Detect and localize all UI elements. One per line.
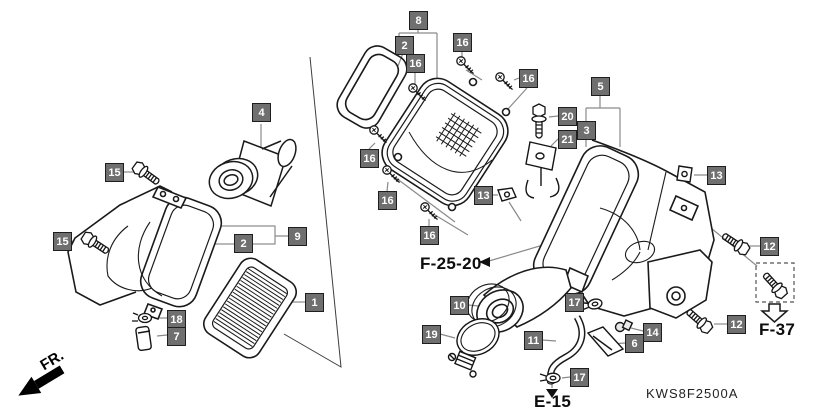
callout-16[interactable]: 16	[378, 191, 397, 210]
callout-17[interactable]: 17	[570, 368, 589, 387]
callout-17[interactable]: 17	[565, 293, 584, 312]
callout-6[interactable]: 6	[625, 334, 644, 353]
callout-13[interactable]: 13	[474, 186, 493, 205]
callout-16[interactable]: 16	[360, 149, 379, 168]
diagram-code: KWS8F2500A	[646, 386, 739, 401]
callout-3[interactable]: 3	[577, 121, 596, 140]
clip-13-left-drawing	[497, 187, 517, 202]
f25-20-arrow-icon	[479, 257, 490, 267]
clip-14-drawing	[614, 319, 634, 333]
callout-9[interactable]: 9	[288, 227, 307, 246]
ref-f-25-20[interactable]: F-25-20	[420, 254, 482, 273]
callout-16[interactable]: 16	[453, 33, 472, 52]
ref-e-15[interactable]: E-15	[534, 392, 572, 411]
callout-4[interactable]: 4	[252, 103, 271, 122]
callout-5[interactable]: 5	[591, 77, 610, 96]
callout-10[interactable]: 10	[450, 296, 469, 315]
callout-16[interactable]: 16	[519, 69, 538, 88]
axis-lines	[283, 56, 342, 368]
ref-f-37[interactable]: F-37	[759, 320, 796, 339]
bolt-20-drawing	[531, 103, 547, 139]
clip-13-right-drawing	[676, 165, 693, 183]
callout-12[interactable]: 12	[760, 237, 779, 256]
e15-down-arrow-icon	[546, 389, 558, 398]
stay-bracket-21-drawing	[525, 141, 560, 199]
fr-direction-arrow-icon	[18, 365, 65, 396]
intake-funnel-drawing	[208, 138, 297, 207]
callout-8[interactable]: 8	[409, 11, 428, 30]
cover-seal-gasket-drawing	[336, 45, 408, 129]
alternate-position-dashed-box	[755, 262, 795, 303]
callout-11[interactable]: 11	[524, 331, 543, 350]
front-housing-drawing	[67, 185, 223, 321]
air-cleaner-case-drawing	[532, 139, 715, 319]
callout-19[interactable]: 19	[422, 325, 441, 344]
air-cleaner-cover-drawing	[381, 77, 511, 212]
tube-clip-18-drawing	[132, 312, 153, 324]
filter-element-drawing	[202, 257, 298, 359]
callout-14[interactable]: 14	[643, 323, 662, 342]
callout-20[interactable]: 20	[558, 107, 577, 126]
tube-clip-17-lower-drawing	[539, 372, 561, 384]
callout-16[interactable]: 16	[420, 226, 439, 245]
f37-down-arrow-icon	[760, 303, 789, 323]
callout-16[interactable]: 16	[406, 54, 425, 73]
band-clamp-drawing	[447, 318, 500, 378]
callout-12[interactable]: 12	[727, 315, 746, 334]
callout-7[interactable]: 7	[167, 327, 186, 346]
flap-6-drawing	[586, 326, 625, 357]
callout-13[interactable]: 13	[707, 166, 726, 185]
callout-1[interactable]: 1	[305, 293, 324, 312]
callout-15[interactable]: 15	[105, 163, 124, 182]
callout-21[interactable]: 21	[558, 130, 577, 149]
callout-2[interactable]: 2	[395, 36, 414, 55]
callout-15[interactable]: 15	[53, 232, 72, 251]
breather-tube-7-drawing	[135, 325, 152, 352]
callout-2[interactable]: 2	[234, 234, 253, 253]
